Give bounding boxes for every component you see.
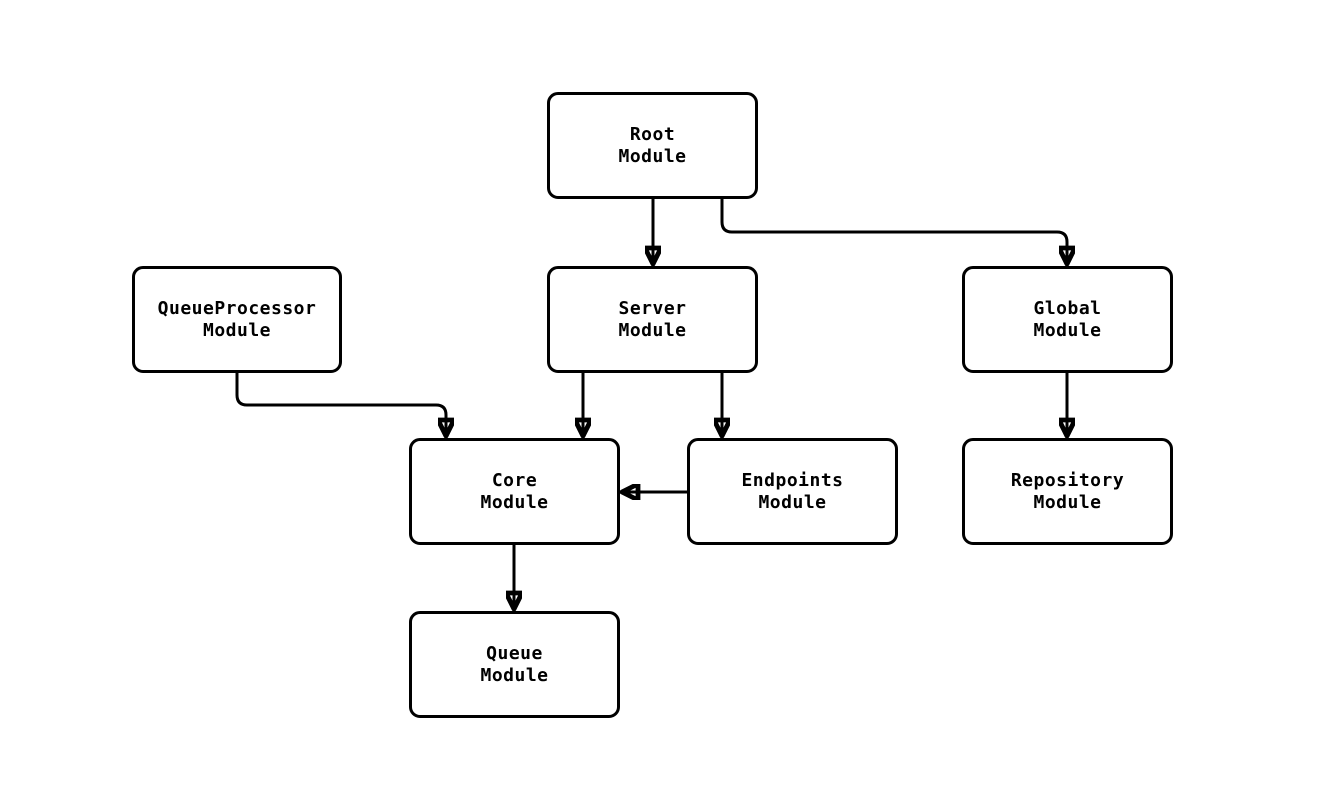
node-server-module: Server Module [547,266,758,373]
node-root-module: Root Module [547,92,758,199]
node-repository-module-label: Repository Module [1010,469,1125,513]
node-queue-module: Queue Module [409,611,620,718]
node-core-module: Core Module [409,438,620,545]
node-queue-module-label: Queue Module [480,642,549,686]
node-queueprocessor-module-label: QueueProcessor Module [157,297,317,341]
edge-queueprocessor-to-core [235,373,446,436]
node-root-module-label: Root Module [618,123,687,167]
edge-root-to-global [720,199,1067,264]
node-endpoints-module-label: Endpoints Module [741,469,844,513]
node-global-module-label: Global Module [1033,297,1102,341]
node-global-module: Global Module [962,266,1173,373]
node-endpoints-module: Endpoints Module [687,438,898,545]
node-server-module-label: Server Module [618,297,687,341]
node-repository-module: Repository Module [962,438,1173,545]
node-queueprocessor-module: QueueProcessor Module [132,266,342,373]
node-core-module-label: Core Module [480,469,549,513]
